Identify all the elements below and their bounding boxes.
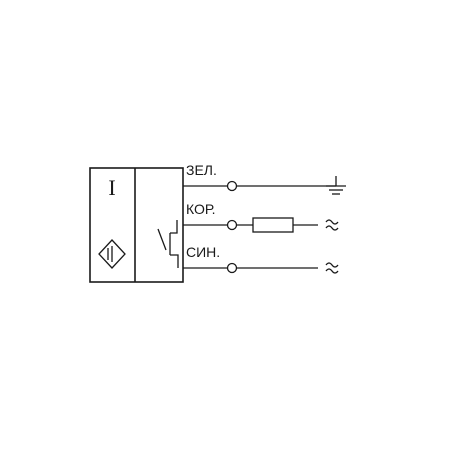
terminal-label-t2: КОР. [186, 201, 215, 217]
terminal-label-t1: ЗЕЛ. [186, 162, 217, 178]
load-resistor-icon [252, 217, 294, 233]
terminal-t2 [226, 219, 238, 231]
sensor-type-symbol: I [108, 175, 115, 200]
ac-tilde-icon [325, 262, 339, 274]
terminal-label-t3: СИН. [186, 244, 220, 260]
sensor-body: I [89, 167, 184, 283]
ac-tilde-icon [325, 219, 339, 231]
terminal-t1 [226, 180, 238, 192]
sensor-housing [89, 167, 184, 283]
terminal-t3 [226, 262, 238, 274]
inductive-sensor-icon [98, 239, 126, 269]
ground-icon [326, 176, 346, 195]
switch-contact-icon [157, 220, 179, 268]
